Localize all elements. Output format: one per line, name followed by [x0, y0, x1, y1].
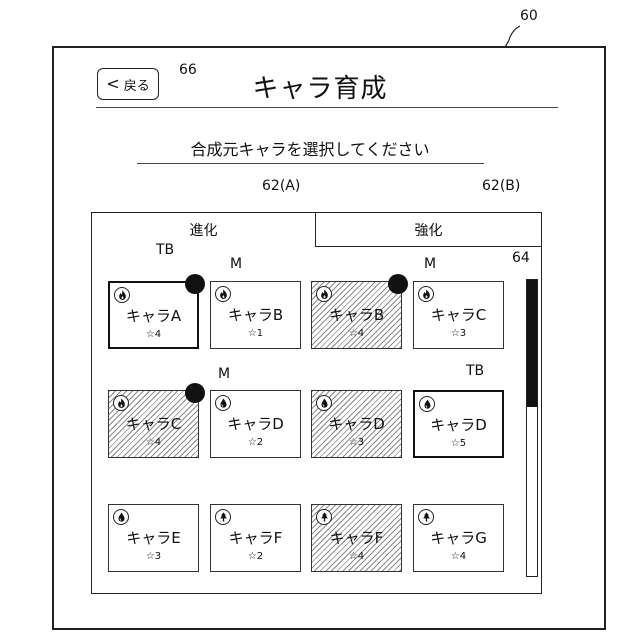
- ref-m: M: [424, 256, 436, 272]
- tab-enhance[interactable]: 強化: [315, 213, 541, 247]
- fire-icon: [418, 286, 434, 302]
- material-marker-dot: [185, 383, 205, 403]
- fire-icon: [316, 286, 332, 302]
- ref-grid: 64: [512, 250, 530, 266]
- chevron-left-icon: <: [106, 76, 119, 92]
- star-rarity: ☆4: [414, 551, 503, 562]
- tab-evolve[interactable]: 進化: [92, 213, 315, 247]
- star-rarity: ☆4: [109, 437, 198, 448]
- character-name: キャラD: [415, 414, 502, 435]
- character-card[interactable]: キャラD ☆5: [413, 390, 504, 458]
- character-name: キャラF: [211, 527, 300, 548]
- ref-tab-b: 62(B): [482, 178, 520, 194]
- fire-icon: [113, 395, 129, 411]
- character-name: キャラC: [109, 413, 198, 434]
- star-rarity: ☆4: [312, 328, 401, 339]
- character-card[interactable]: キャラC ☆3: [413, 281, 504, 349]
- instruction-text: 合成元キャラを選択してください: [140, 136, 480, 160]
- star-rarity: ☆4: [312, 551, 401, 562]
- star-rarity: ☆3: [109, 551, 198, 562]
- ref-tab-a: 62(A): [262, 178, 300, 194]
- character-card[interactable]: キャラF ☆4: [311, 504, 402, 572]
- character-card[interactable]: キャラF ☆2: [210, 504, 301, 572]
- character-card[interactable]: キャラB ☆1: [210, 281, 301, 349]
- title-divider: [96, 107, 558, 108]
- water-icon: [419, 396, 435, 412]
- character-card[interactable]: キャラG ☆4: [413, 504, 504, 572]
- star-rarity: ☆4: [110, 329, 197, 340]
- tree-icon: [215, 509, 231, 525]
- character-card[interactable]: キャラD ☆3: [311, 390, 402, 458]
- character-card[interactable]: キャラD ☆2: [210, 390, 301, 458]
- fire-icon: [215, 286, 231, 302]
- material-marker-dot: [185, 274, 205, 294]
- scrollbar-thumb[interactable]: [527, 280, 537, 407]
- tree-icon: [418, 509, 434, 525]
- back-button[interactable]: < 戻る: [97, 68, 159, 100]
- star-rarity: ☆2: [211, 551, 300, 562]
- ref-screen: 60: [520, 8, 538, 24]
- page-title: キャラ育成: [160, 68, 480, 105]
- character-name: キャラG: [414, 527, 503, 548]
- character-name: キャラD: [211, 413, 300, 434]
- character-card[interactable]: キャラC ☆4: [108, 390, 199, 458]
- tree-icon: [316, 509, 332, 525]
- star-rarity: ☆1: [211, 328, 300, 339]
- character-name: キャラF: [312, 527, 401, 548]
- star-rarity: ☆5: [415, 438, 502, 449]
- character-name: キャラD: [312, 413, 401, 434]
- water-icon: [316, 395, 332, 411]
- star-rarity: ☆3: [414, 328, 503, 339]
- character-name: キャラC: [414, 304, 503, 325]
- character-card[interactable]: キャラB ☆4: [311, 281, 402, 349]
- star-rarity: ☆2: [211, 437, 300, 448]
- ref-tb: TB: [466, 363, 484, 379]
- character-card[interactable]: キャラA ☆4: [108, 281, 199, 349]
- character-name: キャラA: [110, 305, 197, 326]
- fire-icon: [114, 287, 130, 303]
- water-icon: [113, 509, 129, 525]
- material-marker-dot: [388, 274, 408, 294]
- star-rarity: ☆3: [312, 437, 401, 448]
- character-card[interactable]: キャラE ☆3: [108, 504, 199, 572]
- character-name: キャラB: [312, 304, 401, 325]
- character-name: キャラB: [211, 304, 300, 325]
- ref-m: M: [230, 256, 242, 272]
- ref-tb: TB: [156, 242, 174, 258]
- character-name: キャラE: [109, 527, 198, 548]
- back-button-label: 戻る: [124, 75, 150, 94]
- ref-m: M: [218, 366, 230, 382]
- instruction-divider: [137, 163, 484, 164]
- water-icon: [215, 395, 231, 411]
